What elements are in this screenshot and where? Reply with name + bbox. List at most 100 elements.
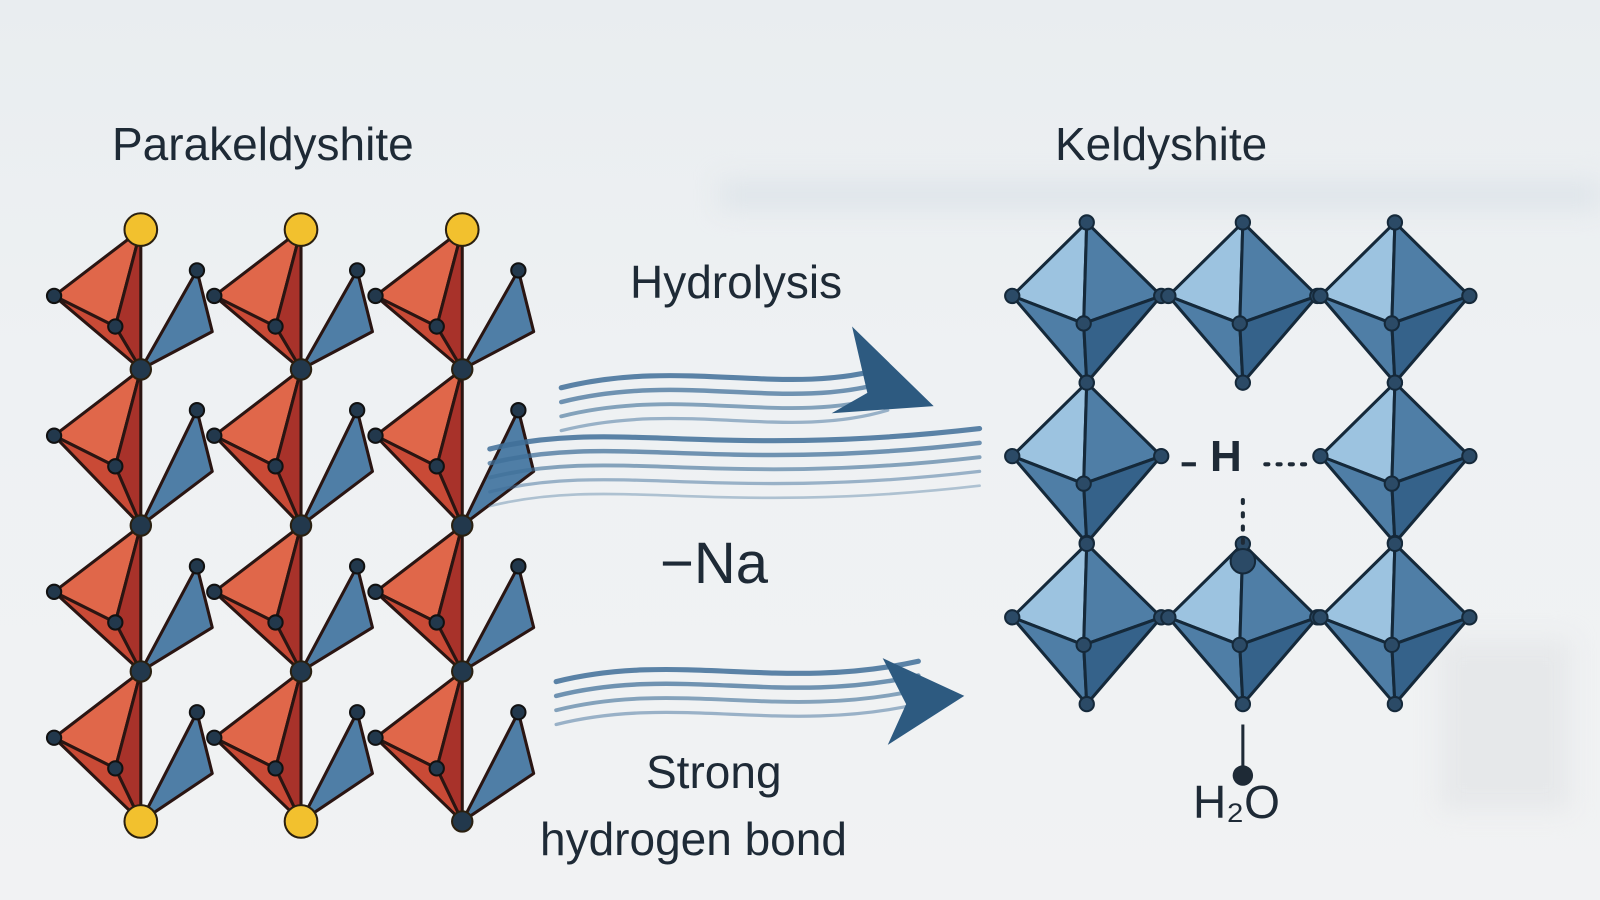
keldyshite-structure: [1004, 214, 1478, 713]
wave-line: [558, 379, 890, 405]
oxygen-atom: [348, 558, 366, 575]
tetrahedron: [367, 669, 536, 823]
blue-face: [460, 564, 536, 673]
octahedron: [1160, 214, 1326, 391]
oxygen-atom: [45, 427, 63, 444]
oxygen-atom: [289, 358, 313, 381]
oxygen-atom: [188, 402, 206, 419]
oxygen-atom: [1312, 447, 1329, 465]
octahedron-face: [1238, 294, 1319, 385]
sodium-removal-label: −Na: [660, 531, 769, 596]
wave-line: [559, 393, 890, 419]
left-title: Parakeldyshite: [112, 118, 414, 170]
octahedron: [1312, 535, 1478, 713]
oxygen-atom: [129, 358, 153, 381]
octahedron: [1160, 535, 1326, 713]
sodium-atom: [283, 804, 319, 839]
transformation-arrows: [487, 326, 983, 745]
hydrogen-atom-label: H: [1210, 432, 1242, 481]
oxygen-atom: [510, 704, 527, 721]
tetrahedron: [367, 228, 536, 371]
oxygen-atom: [1160, 287, 1177, 305]
red-face: [212, 294, 303, 371]
oxygen-atom: [267, 458, 284, 475]
oxygen-atom: [1234, 374, 1252, 391]
wave-line: [559, 408, 890, 433]
octahedron-face: [1082, 615, 1163, 706]
oxygen-atom: [1231, 315, 1248, 332]
oxygen-atom: [1004, 609, 1021, 626]
tetrahedron: [206, 228, 374, 371]
oxygen-atom: [1461, 609, 1478, 626]
oxygen-atom: [206, 729, 223, 746]
oxygen-atom: [451, 358, 474, 381]
blue-face: [139, 710, 214, 823]
wave-line: [488, 484, 981, 508]
oxygen-atom: [1078, 695, 1095, 713]
wave-line: [553, 658, 921, 685]
oxygen-atom: [1312, 609, 1329, 626]
oxygen-atom: [1234, 695, 1252, 713]
hydrogen-bond-label: hydrogen bond: [540, 813, 847, 865]
wave-line: [558, 364, 891, 391]
oxygen-atom: [1078, 374, 1095, 391]
octahedron: [1004, 374, 1170, 552]
octahedron-face: [1082, 294, 1163, 385]
sodium-atom: [283, 212, 319, 247]
water-label: H₂O: [1193, 776, 1280, 828]
oxygen-atom: [1461, 447, 1478, 465]
oxygen-atom: [367, 427, 384, 444]
wave-line: [553, 673, 921, 699]
blue-face: [460, 268, 536, 371]
oxygen-atom: [1386, 535, 1404, 553]
blue-face: [139, 408, 214, 528]
oxygen-atom: [1075, 475, 1092, 492]
red-face: [212, 590, 303, 673]
oxygen-atom: [206, 427, 223, 444]
blue-face: [299, 408, 374, 528]
oxygen-atom: [348, 402, 366, 419]
wave-line: [487, 455, 982, 480]
blue-face: [299, 564, 374, 673]
red-face: [52, 590, 143, 673]
oxygen-atom: [510, 558, 527, 575]
oxygen-atom: [1234, 214, 1252, 231]
tetrahedron: [45, 228, 214, 371]
oxygen-atom: [1160, 609, 1177, 626]
blue-face: [139, 268, 214, 371]
oxygen-atom: [348, 262, 366, 279]
tetrahedron: [206, 523, 374, 673]
octahedron-face: [1082, 454, 1163, 545]
parakeldyshite-structure: [45, 212, 536, 839]
wave-line: [554, 687, 921, 713]
oxygen-atom: [451, 514, 474, 537]
wave-line: [487, 426, 983, 452]
oxygen-atom: [451, 810, 474, 833]
red-face: [373, 294, 464, 371]
tetrahedron: [45, 367, 214, 528]
oxygen-atom: [451, 660, 474, 683]
oxygen-atom: [510, 262, 527, 279]
oxygen-atom: [1004, 287, 1021, 305]
octahedron-face: [1390, 454, 1471, 545]
oxygen-atom: [428, 614, 445, 631]
blue-face: [299, 268, 374, 371]
oxygen-atom: [206, 287, 223, 305]
wave-line: [487, 440, 982, 466]
octahedron-face: [1390, 615, 1471, 706]
octahedron: [1004, 535, 1170, 713]
oxygen-atom: [1386, 695, 1404, 713]
oxygen-atom: [1386, 374, 1404, 391]
blue-face: [139, 564, 214, 673]
oxygen-atom: [267, 760, 284, 777]
oxygen-atom: [45, 287, 63, 305]
octahedron: [1312, 374, 1478, 552]
oxygen-atom: [1386, 214, 1404, 231]
oxygen-atom: [1383, 475, 1400, 492]
red-face: [52, 294, 143, 371]
red-face: [212, 736, 303, 823]
sodium-atom: [123, 212, 159, 247]
oxygen-atom: [267, 614, 284, 631]
oxygen-atom: [367, 729, 384, 746]
